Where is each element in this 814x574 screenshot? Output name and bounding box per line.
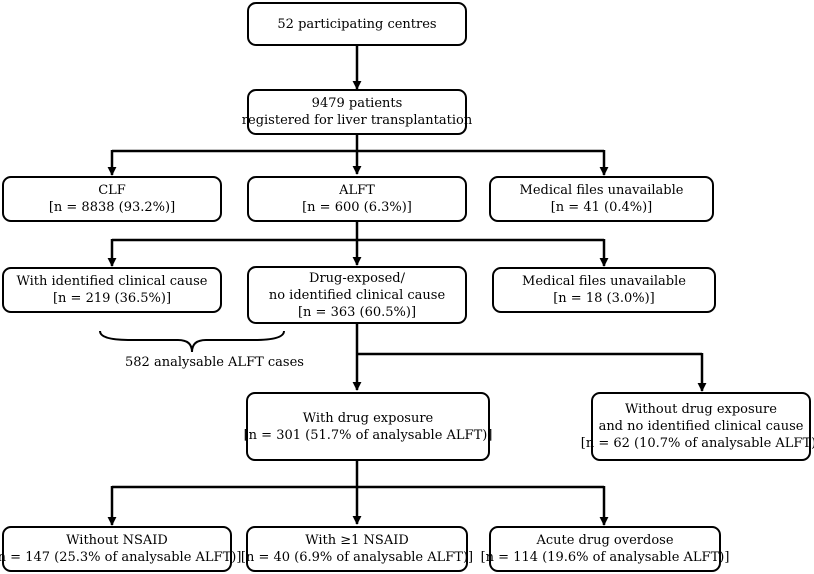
box-drug-exposed: Drug-exposed/ no identified clinical cau… <box>247 266 467 324</box>
box-line: 52 participating centres <box>277 16 437 32</box>
box-with-nsaid: With ≥1 NSAID [n = 40 (6.9% of analysabl… <box>241 526 473 572</box>
box-line: and no identified clinical cause <box>598 419 804 434</box>
box-line: no identified clinical cause <box>268 287 446 303</box>
box-line: [n = 600 (6.3%)] <box>302 200 412 215</box>
box-alft: ALFT [n = 600 (6.3%)] <box>247 176 467 222</box>
box-with-drug-exposure: With drug exposure [n = 301 (51.7% of an… <box>243 392 493 461</box>
box-line: Drug-exposed/ <box>309 270 405 286</box>
box-line: Acute drug overdose <box>536 533 674 548</box>
box-line: ALFT <box>339 183 375 198</box>
box-line: With identified clinical cause <box>16 274 208 289</box>
box-line: [n = 18 (3.0%)] <box>553 291 655 306</box>
box-line: Without drug exposure <box>625 402 777 417</box>
box-line: [n = 363 (60.5%)] <box>297 304 417 320</box>
analysable-cases-label: 582 analysable ALFT cases <box>125 355 304 370</box>
box-line: With ≥1 NSAID <box>305 533 409 548</box>
box-medical-files-unavailable-1: Medical files unavailable [n = 41 (0.4%)… <box>489 176 714 222</box>
box-line: CLF <box>98 183 126 198</box>
box-identified-clinical-cause: With identified clinical cause [n = 219 … <box>2 267 222 313</box>
box-line: With drug exposure <box>302 410 434 426</box>
box-line: [n = 62 (10.7% of analysable ALFT)] <box>580 436 814 451</box>
box-without-drug-exposure: Without drug exposure and no identified … <box>581 392 814 461</box>
box-participating-centres: 52 participating centres <box>247 2 467 46</box>
box-medical-files-unavailable-2: Medical files unavailable [n = 18 (3.0%)… <box>492 267 716 313</box>
box-line: registered for liver transplantation <box>241 113 473 128</box>
box-line: [n = 41 (0.4%)] <box>550 200 653 215</box>
box-clf: CLF [n = 8838 (93.2%)] <box>2 176 222 222</box>
box-line: Medical files unavailable <box>522 274 686 289</box>
box-registered-patients: 9479 patients registered for liver trans… <box>242 89 472 135</box>
box-acute-drug-overdose: Acute drug overdose [n = 114 (19.6% of a… <box>481 526 729 572</box>
box-line: Without NSAID <box>66 533 168 548</box>
box-line: Medical files unavailable <box>519 183 684 198</box>
box-line: [n = 40 (6.9% of analysable ALFT)] <box>240 550 474 565</box>
box-line: [n = 8838 (93.2%)] <box>48 200 176 215</box>
box-line: 9479 patients <box>311 96 403 111</box>
box-line: [n = 114 (19.6% of analysable ALFT)] <box>480 550 730 565</box>
box-without-nsaid: Without NSAID [n = 147 (25.3% of analysa… <box>0 526 241 572</box>
box-line: [n = 219 (36.5%)] <box>52 291 172 306</box>
brace-shape <box>99 330 285 353</box>
box-line: [n = 301 (51.7% of analysable ALFT)] <box>243 427 493 443</box>
box-line: [n = 147 (25.3% of analysable ALFT)] <box>0 550 242 565</box>
